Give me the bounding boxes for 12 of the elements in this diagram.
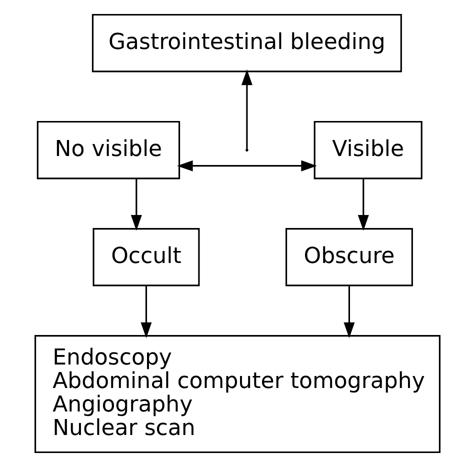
node-box: Visible [313,120,422,180]
arrow [357,178,368,231]
arrow [176,160,316,172]
node-box: No visible [36,120,180,180]
node-box: Gastrointestinal bleeding [91,14,402,72]
arrow [343,285,354,338]
arrow [140,285,152,338]
arrow [240,69,252,149]
arrow [130,178,142,231]
node-box: Obscure [285,228,412,286]
node-box: Occult [92,228,200,286]
node-box: Endoscopy Abdominal computer tomography Angiography Nuclear scan [34,335,440,454]
